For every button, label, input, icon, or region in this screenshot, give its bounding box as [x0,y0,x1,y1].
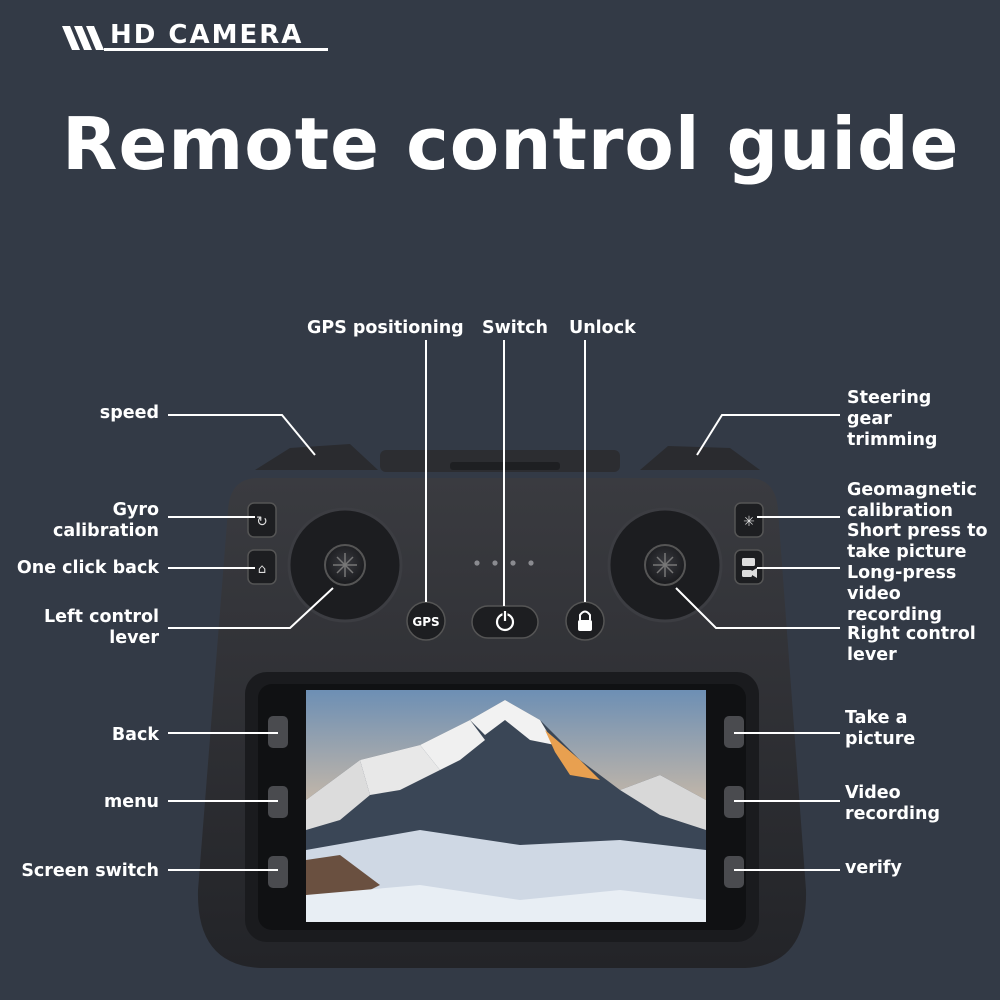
screen-switch-button [268,856,288,888]
brand-underline [104,48,328,51]
label-video-recording: Video recording [845,783,941,824]
label-gyro-calibration: Gyro calibration [53,500,159,541]
label-unlock: Unlock [569,318,636,338]
label-one-click-back: One click back [16,558,159,578]
label-menu: menu [103,792,159,812]
right-shoulder [640,446,760,470]
brand-name: HD CAMERA [110,20,304,50]
svg-text:⌂: ⌂ [258,562,266,577]
gps-button-label: GPS [412,615,439,629]
label-back: Back [111,725,159,745]
label-gps-positioning: GPS positioning [307,318,464,338]
label-short-press: Short press to take picture [847,521,988,562]
gyro-calibration-button [247,502,277,538]
label-geomagnetic-calibration: Geomagnetic calibration [847,480,977,521]
label-right-control-lever: Right control lever [847,624,976,665]
display-screen [306,690,706,922]
svg-text:✳: ✳ [743,514,755,530]
label-speed: speed [99,403,159,423]
geomagnetic-calibration-button [734,502,764,538]
verify-button [724,856,744,888]
label-screen-switch: Screen switch [21,861,159,881]
lock-icon [578,620,592,631]
left-shoulder [255,444,378,470]
label-left-control-lever: Left control lever [44,607,159,648]
label-verify: verify [845,858,902,878]
brand-logo-icon [62,26,104,50]
label-steering-gear-trimming: Steering gear trimming [847,388,938,450]
label-long-press: Long-press video recording [847,563,957,625]
label-take-a-picture: Take a picture [845,708,916,749]
page-title: Remote control guide [62,102,960,186]
svg-text:↻: ↻ [256,514,268,530]
label-switch: Switch [482,318,548,338]
